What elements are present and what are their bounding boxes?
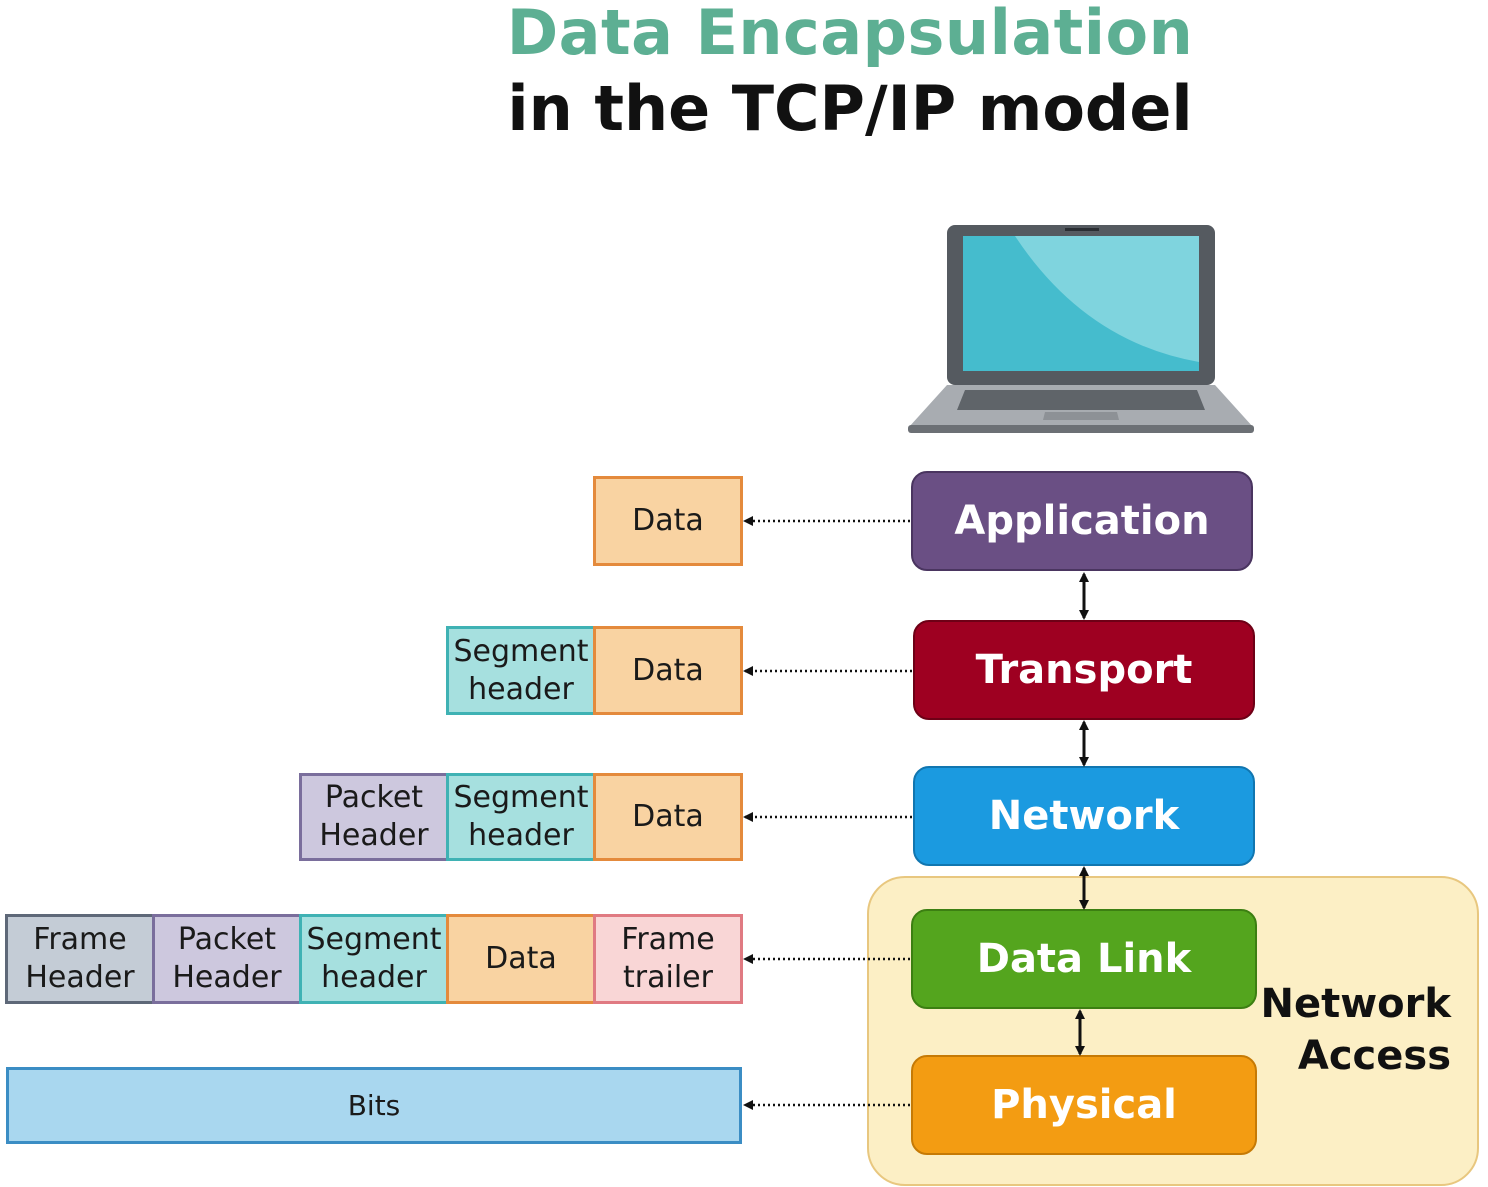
layer-data-link: Data Link (911, 909, 1257, 1009)
bits-cell: Bits (6, 1067, 742, 1144)
data-cell: Data (593, 626, 743, 715)
layer-network: Network (913, 766, 1255, 866)
laptop-icon (908, 225, 1254, 433)
data-cell: Data (593, 476, 743, 566)
page-subtitle: in the TCP/IP model (507, 72, 1193, 145)
page-title: Data Encapsulation (506, 0, 1194, 69)
data-cell: Data (593, 773, 743, 861)
layer-transport: Transport (913, 620, 1255, 720)
layer-physical: Physical (911, 1055, 1257, 1155)
pdu-physical: Bits (6, 1067, 742, 1144)
layer-application: Application (911, 471, 1253, 571)
pdu-application: Data (593, 476, 743, 566)
